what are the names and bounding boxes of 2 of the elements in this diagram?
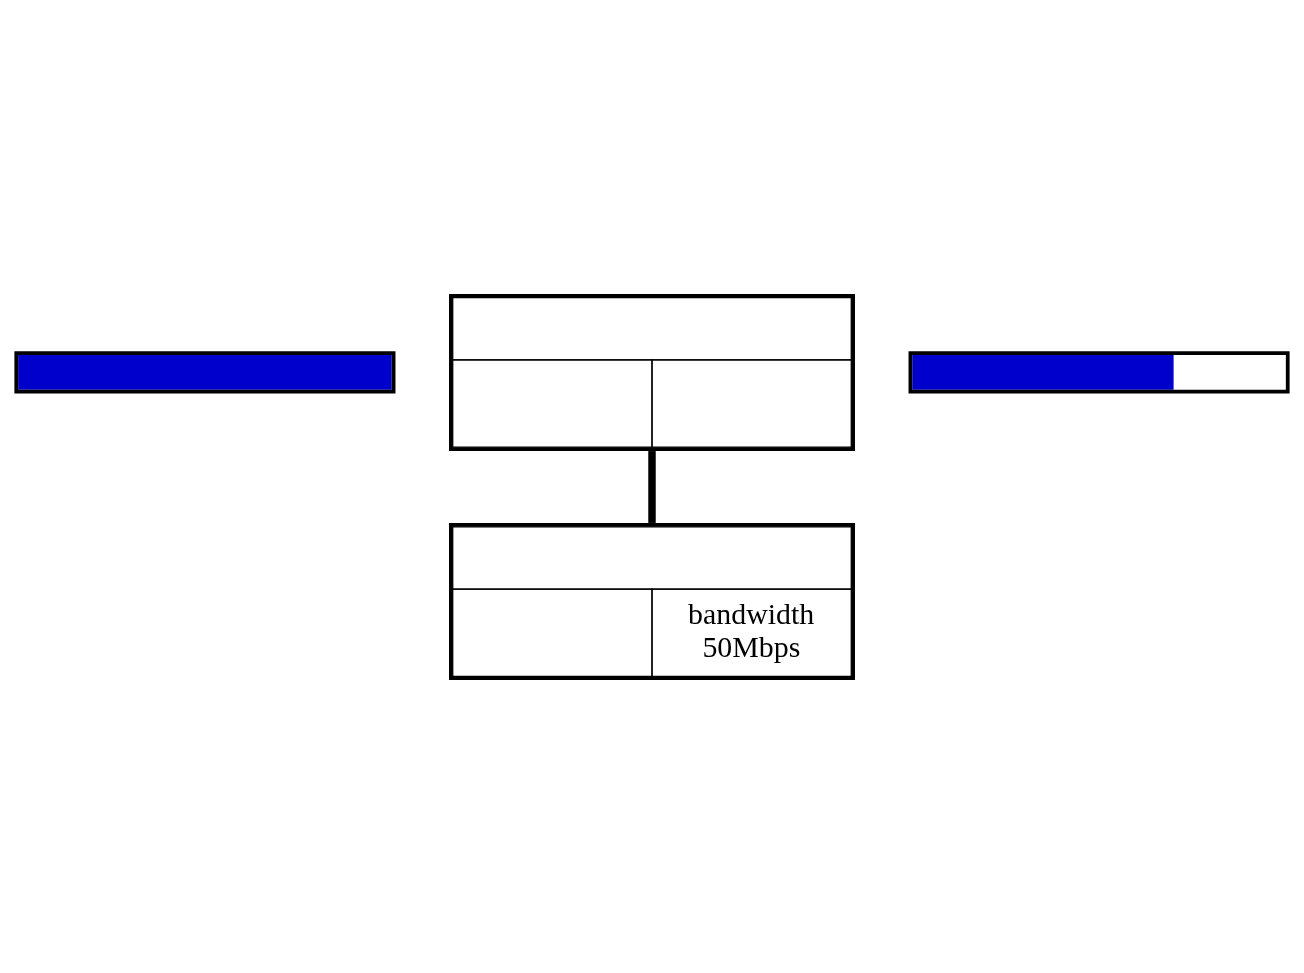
node-bar	[14, 350, 396, 394]
node-bar	[908, 350, 1290, 394]
